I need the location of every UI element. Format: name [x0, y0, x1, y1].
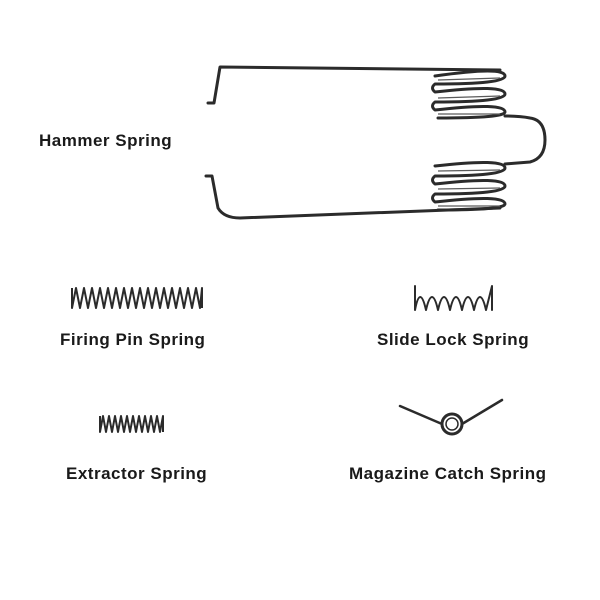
- slide-lock-spring-label: Slide Lock Spring: [377, 330, 530, 349]
- extractor-spring-image: [99, 415, 164, 433]
- magazine-catch-spring-label: Magazine Catch Spring: [349, 464, 547, 483]
- extractor-spring-label: Extractor Spring: [66, 464, 208, 483]
- hammer-spring-image: [204, 65, 547, 220]
- firing-pin-spring-image: [71, 287, 203, 309]
- magazine-catch-spring-image: [398, 398, 504, 436]
- firing-pin-spring-label: Firing Pin Spring: [60, 330, 206, 349]
- hammer-spring-label: Hammer Spring: [39, 131, 173, 150]
- slide-lock-spring-image: [414, 285, 493, 311]
